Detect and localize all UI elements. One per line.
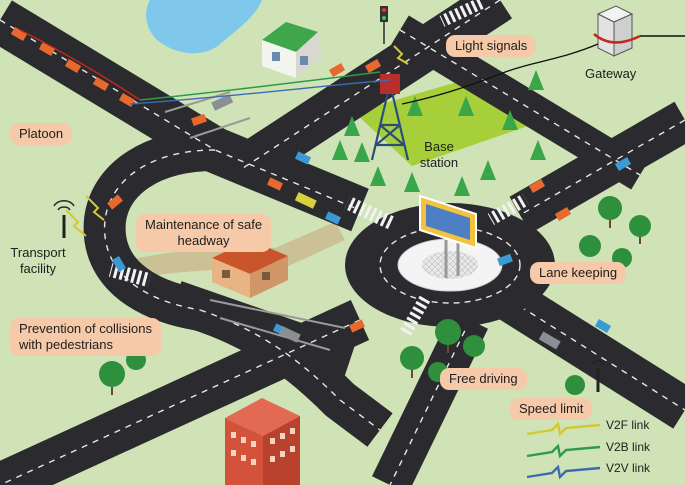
base-station-tower <box>370 74 410 161</box>
label-base-station-line1: Base <box>424 139 454 154</box>
bridge-railings <box>164 91 346 351</box>
vehicles <box>10 27 632 350</box>
label-light-signals: Light signals <box>446 35 537 57</box>
label-transport-facility-line1: Transport <box>10 245 66 260</box>
house <box>262 22 322 78</box>
label-speed-limit: Speed limit <box>510 398 593 420</box>
label-safe-headway: Maintenance of safe headway <box>136 214 272 252</box>
link-legend <box>526 421 601 480</box>
label-transport-facility-line2: facility <box>19 261 57 276</box>
label-platoon: Platoon <box>10 123 73 145</box>
crosswalks <box>108 0 529 337</box>
speed-limit-antenna <box>591 360 605 392</box>
transport-facility-antenna <box>53 200 75 238</box>
label-safe-headway-line2: headway <box>177 233 230 248</box>
legend-line-v2v <box>526 464 601 480</box>
label-gateway: Gateway <box>585 66 637 81</box>
label-transport-facility: Transport facility <box>2 245 74 277</box>
trees <box>85 70 651 395</box>
legend-line-v2f <box>526 421 601 437</box>
gateway-server <box>593 5 685 57</box>
gateway-cable <box>401 43 599 105</box>
label-base-station: Base station <box>414 139 464 171</box>
label-prevention-of-collisions: Prevention of collisions with pedestrian… <box>10 318 161 356</box>
label-pedestrians-line1: Prevention of collisions <box>19 321 152 336</box>
traffic-signal <box>380 6 388 44</box>
scene-links <box>19 29 409 237</box>
billboard <box>419 194 477 278</box>
label-safe-headway-line1: Maintenance of safe <box>145 217 263 232</box>
label-free-driving: Free driving <box>440 368 527 390</box>
legend-line-v2b <box>526 443 601 459</box>
apartment-tower <box>225 398 300 485</box>
label-base-station-line2: station <box>419 155 459 170</box>
legend-label-v2v: V2V link <box>606 461 651 475</box>
lake <box>146 0 262 54</box>
label-pedestrians-line2: with pedestrians <box>19 337 113 352</box>
road-bottom-right <box>372 311 488 485</box>
legend-label-v2f: V2F link <box>606 418 650 432</box>
label-lane-keeping: Lane keeping <box>530 262 627 284</box>
legend-label-v2b: V2B link <box>606 440 651 454</box>
